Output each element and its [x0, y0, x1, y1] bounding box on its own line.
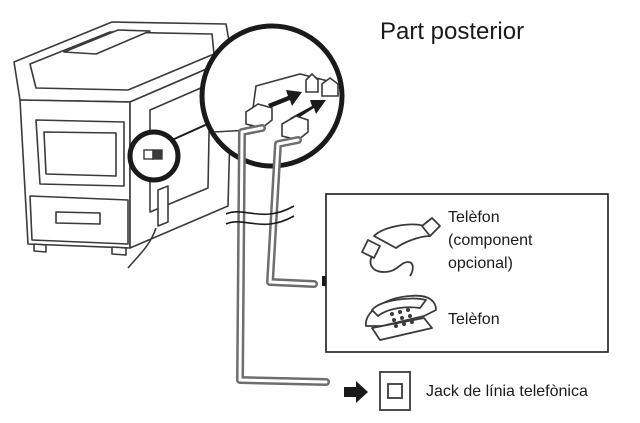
port-small-icon	[143, 149, 163, 160]
keypad-dots	[390, 308, 414, 328]
printer-illustration	[13, 21, 233, 256]
rear-panel-detail	[213, 72, 339, 133]
wall-jack-icon	[379, 371, 411, 411]
handset-label: Telèfon	[448, 209, 500, 226]
arrow-to-jack	[344, 381, 368, 403]
magnify-circle	[199, 23, 345, 169]
diagram-title: Part posterior	[380, 18, 525, 45]
handset-icon	[361, 217, 441, 277]
callout-line	[171, 121, 213, 141]
cable-plugs	[245, 103, 309, 141]
wall-jack-label: Jack de línia telefònica	[426, 383, 588, 400]
handset-note-line2: opcional)	[448, 255, 513, 272]
power-cord	[127, 227, 157, 269]
telephone-label: Telèfon	[448, 311, 500, 328]
cable-break-mark	[225, 205, 295, 226]
handset-note-line1: (component	[448, 232, 533, 249]
